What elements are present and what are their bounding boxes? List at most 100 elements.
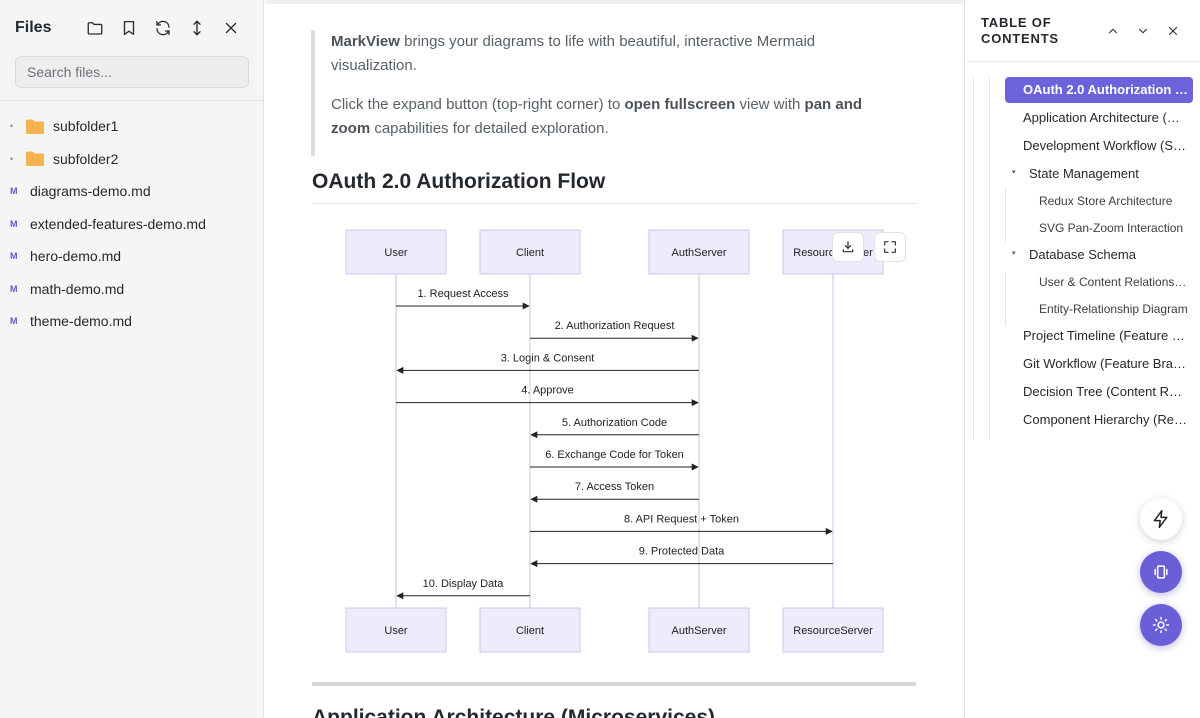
toc-item[interactable]: Entity-Relationship Diagram xyxy=(1039,301,1188,316)
file-sidebar: Files • subfolder1 • subfolder2Mdiagrams-de… xyxy=(0,0,264,718)
intro-paragraph: MarkView brings your diagrams to life wi… xyxy=(331,30,871,78)
markdown-file-icon: M xyxy=(10,218,18,229)
tree-item-label: math-demo.md xyxy=(30,280,125,297)
sidebar-divider xyxy=(0,100,263,101)
markdown-file-icon: M xyxy=(10,316,18,327)
intro-text: brings your diagrams to life with beauti… xyxy=(331,33,816,74)
chevron-up-icon[interactable] xyxy=(1098,16,1128,46)
tree-item-label: theme-demo.md xyxy=(30,313,132,330)
toc-guide-line xyxy=(1005,188,1006,242)
message-label: 9. Protected Data xyxy=(639,546,725,558)
toc-header: TABLE OF CONTENTS xyxy=(965,0,1200,62)
message-label: 4. Approve xyxy=(521,385,574,397)
toc-item[interactable]: Application Architecture (Microservices) xyxy=(1023,110,1189,125)
expand-bullet-icon[interactable]: • xyxy=(10,153,14,164)
message-label: 6. Exchange Code for Token xyxy=(545,449,684,461)
tree-item-label: diagrams-demo.md xyxy=(30,183,151,200)
message-label: 2. Authorization Request xyxy=(555,320,675,332)
actor-box xyxy=(648,607,750,653)
actor-label: AuthServer xyxy=(671,625,726,637)
toc-expand-icon[interactable]: ▾ xyxy=(1012,169,1016,176)
expand-text-3: capabilities for detailed exploration. xyxy=(370,120,609,137)
actor-label: Client xyxy=(516,247,544,259)
blockquote: MarkView brings your diagrams to life wi… xyxy=(311,30,871,156)
expand-vertical-icon[interactable] xyxy=(180,13,214,43)
actor-label: Client xyxy=(516,625,544,637)
toc-item[interactable]: Development Workflow (Sequence) xyxy=(1023,138,1189,153)
message-label: 8. API Request + Token xyxy=(624,513,739,525)
actor-box xyxy=(648,229,750,275)
message-label: 3. Login & Consent xyxy=(501,352,595,364)
message-label: 7. Access Token xyxy=(575,481,654,493)
toc-title-line-1: TABLE OF xyxy=(981,14,1052,30)
tree-item-label: subfolder1 xyxy=(53,118,119,135)
toc-item[interactable]: Component Hierarchy (React) xyxy=(1023,412,1189,427)
toc-item[interactable]: Project Timeline (Feature Roadmap) xyxy=(1023,328,1189,343)
toc-item[interactable]: User & Content Relationships xyxy=(1039,275,1189,289)
sidebar-header: Files xyxy=(0,0,263,56)
toc-item[interactable]: Database Schema xyxy=(1029,247,1136,262)
message-label: 5. Authorization Code xyxy=(562,417,667,429)
close-icon[interactable] xyxy=(214,13,248,43)
folder-icon[interactable] xyxy=(78,13,112,43)
next-section-heading: Application Architecture (Microservices) xyxy=(312,706,715,718)
actor-box xyxy=(479,229,581,275)
expand-paragraph: Click the expand button (top-right corne… xyxy=(331,93,871,141)
actor-box xyxy=(345,229,447,275)
expand-bullet-icon[interactable]: • xyxy=(10,121,14,132)
markdown-file-icon: M xyxy=(10,283,18,294)
width-icon xyxy=(1154,565,1168,579)
close-icon[interactable] xyxy=(1158,16,1188,46)
actor-box xyxy=(345,607,447,653)
download-icon xyxy=(842,241,854,253)
actor-label: User xyxy=(384,625,408,637)
heading-underline xyxy=(312,203,916,204)
message-label: 1. Request Access xyxy=(417,288,509,300)
toc-item[interactable]: OAuth 2.0 Authorization Flow xyxy=(1005,77,1193,103)
toc-guide-line xyxy=(1005,272,1006,326)
expand-bold-1: open fullscreen xyxy=(624,96,736,113)
actor-label: User xyxy=(384,247,408,259)
toc-item[interactable]: SVG Pan-Zoom Interaction xyxy=(1039,220,1184,235)
download-diagram-button[interactable] xyxy=(832,232,864,262)
brand-name: MarkView xyxy=(331,33,400,50)
bookmark-icon[interactable] xyxy=(112,13,146,43)
sequence-diagram[interactable]: UserClientAuthServerResourceServerUserCl… xyxy=(312,212,916,670)
actor-label: ResourceServer xyxy=(793,625,873,637)
search-input[interactable] xyxy=(15,56,249,88)
toc-item[interactable]: Git Workflow (Feature Branching) xyxy=(1023,356,1189,371)
expand-bold-2: pan and zoom xyxy=(331,96,863,137)
chevron-down-icon[interactable] xyxy=(1128,16,1158,46)
lightning-icon xyxy=(1153,509,1168,529)
expand-text-1: Click the expand button (top-right corne… xyxy=(331,96,625,113)
sun-icon xyxy=(1152,616,1170,634)
tree-item-label: hero-demo.md xyxy=(30,248,122,265)
lightning-button[interactable] xyxy=(1140,498,1182,540)
toc-guide-line xyxy=(973,78,974,440)
sidebar-toolbar xyxy=(78,13,248,43)
tree-folder[interactable]: • subfolder1 xyxy=(0,110,263,143)
refresh-icon[interactable] xyxy=(146,13,180,43)
toc-item[interactable]: Decision Tree (Content Rendering) xyxy=(1023,384,1189,399)
fullscreen-button[interactable] xyxy=(874,232,906,262)
toc-guide-line xyxy=(989,78,990,440)
markdown-preview: MarkView brings your diagrams to life wi… xyxy=(265,0,964,718)
toc-expand-icon[interactable]: ▾ xyxy=(1012,250,1016,257)
folder-icon xyxy=(26,151,44,167)
tree-folder[interactable]: • subfolder2 xyxy=(0,143,263,176)
width-toggle-button[interactable] xyxy=(1140,551,1182,593)
toc-item[interactable]: Redux Store Architecture xyxy=(1039,194,1173,208)
folder-icon xyxy=(26,119,44,134)
theme-button[interactable] xyxy=(1140,604,1182,646)
tree-item-label: subfolder2 xyxy=(53,150,119,167)
toc-item[interactable]: State Management xyxy=(1029,166,1139,181)
fullscreen-icon xyxy=(884,241,896,253)
actor-box xyxy=(782,607,884,653)
section-heading: OAuth 2.0 Authorization Flow xyxy=(312,170,606,193)
